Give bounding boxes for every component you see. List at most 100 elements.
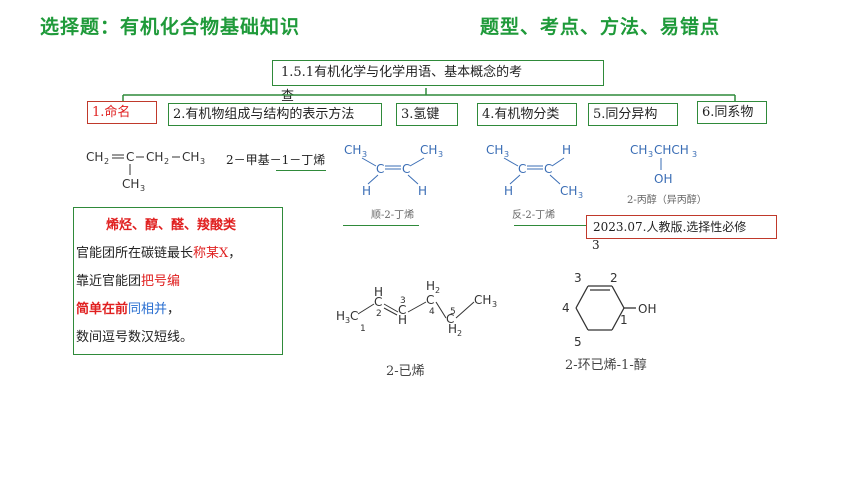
svg-text:H: H [426,279,435,293]
source-tag-overflow: 3 [592,238,600,252]
tab-hydrogen-bond[interactable]: 3.氢键 [396,103,458,126]
cis-butene-underline [343,225,419,226]
methylbutene-underline [276,170,326,171]
svg-text:C: C [446,312,454,326]
propanol-caption: 2-丙醇（异丙醇） [627,195,707,206]
methylbutene-name: 2－甲基－1－丁烯 [226,153,326,167]
svg-text:C: C [126,150,134,164]
cyclohexenol-structure: 3 2 4 1 5 OH [562,271,656,349]
svg-text:2: 2 [610,271,618,285]
svg-text:1: 1 [620,313,628,327]
svg-text:3: 3 [492,300,497,309]
rule-line-1: 官能团所在碳链最长称某X， [76,240,280,268]
svg-text:OH: OH [654,172,672,186]
rule-line-3c: ， [167,302,181,317]
svg-text:3: 3 [578,191,583,200]
tab-naming-label: 1.命名 [92,105,131,120]
svg-text:C: C [350,309,358,323]
source-tag: 2023.07.人教版.选择性必修 [586,215,777,239]
tab-structure[interactable]: 2.有机物组成与结构的表示方法 [168,103,382,126]
tab-naming[interactable]: 1.命名 [87,101,157,124]
svg-text:H: H [374,285,383,299]
tab-classification-label: 4.有机物分类 [482,107,560,122]
rule-line-2b: 把号编 [141,274,181,289]
svg-text:H: H [504,184,513,198]
svg-text:2: 2 [164,157,169,166]
svg-text:3: 3 [574,271,582,285]
svg-text:2: 2 [104,157,109,166]
svg-text:H: H [362,184,371,198]
svg-text:2: 2 [376,309,382,319]
tab-homolog[interactable]: 6.同系物 [697,101,767,124]
svg-text:3: 3 [504,150,509,159]
svg-text:H: H [418,184,427,198]
svg-text:5: 5 [450,307,456,317]
svg-text:4: 4 [429,307,435,317]
svg-text:C: C [426,293,434,307]
rule-title: 烯烃、醇、醛、羧酸类 [106,218,237,233]
tab-classification[interactable]: 4.有机物分类 [477,103,577,126]
svg-text:H: H [562,143,571,157]
svg-text:4: 4 [562,301,570,315]
topic-connector [122,88,736,101]
naming-rule-box: 烯烃、醇、醛、羧酸类 官能团所在碳链最长称某X， 靠近官能团把号编 简单在前同相… [73,207,283,355]
svg-text:H: H [448,322,457,336]
page-subtitle: 题型、考点、方法、易错点 [480,16,721,38]
svg-text:3: 3 [400,296,406,306]
rule-line-1b: 称某X [193,246,229,261]
svg-text:3: 3 [362,150,367,159]
tab-homolog-label: 6.同系物 [702,105,754,120]
rule-line-3a: 简单在前 [76,302,129,317]
svg-text:2: 2 [435,286,440,295]
svg-text:2: 2 [457,329,462,338]
tab-hydrogen-bond-label: 3.氢键 [401,107,440,122]
svg-text:CH: CH [122,177,139,191]
svg-text:C: C [374,295,382,309]
trans-butene-caption: 反-2-丁烯 [512,210,556,221]
svg-text:C: C [376,162,384,176]
svg-text:1: 1 [360,324,366,334]
svg-text:CH: CH [344,143,361,157]
tab-isomer-label: 5.同分异构 [593,107,658,122]
topic-box: 1.5.1有机化学与化学用语、基本概念的考 [272,60,604,86]
svg-text:CH: CH [420,143,437,157]
source-tag-text: 2023.07.人教版.选择性必修 [593,220,747,234]
cis-butene-caption: 顺-2-丁烯 [371,210,415,221]
svg-text:CH: CH [486,143,503,157]
svg-text:CH: CH [630,143,647,157]
svg-text:3: 3 [438,150,443,159]
svg-text:C: C [398,303,406,317]
topic-text-wrap: 查 [281,89,295,104]
svg-text:CHCH: CHCH [654,143,689,157]
svg-text:3: 3 [692,150,697,159]
svg-text:5: 5 [574,335,582,349]
svg-text:CH: CH [86,150,103,164]
rule-line-2: 靠近官能团把号编 [76,268,280,296]
cyclohexenol-caption: 2-环已烯-1-醇 [565,358,647,373]
svg-text:C: C [544,162,552,176]
rule-line-1c: ， [228,246,242,261]
svg-text:H: H [398,313,407,327]
svg-text:OH: OH [638,302,656,316]
svg-text:CH: CH [182,150,199,164]
svg-text:C: C [518,162,526,176]
svg-text:H: H [336,309,345,323]
topic-text: 1.5.1有机化学与化学用语、基本概念的考 [281,65,523,80]
rule-line-2a: 靠近官能团 [76,274,142,289]
hexene-caption: 2-已烯 [386,364,425,379]
svg-text:3: 3 [200,157,205,166]
svg-text:CH: CH [474,293,491,307]
tab-structure-label: 2.有机物组成与结构的表示方法 [173,107,355,122]
rule-line-3b: 同相并 [128,302,168,317]
svg-text:3: 3 [345,316,350,325]
svg-text:CH: CH [560,184,577,198]
rule-line-3: 简单在前同相并， [76,296,280,324]
rule-line-4: 数间逗号数汉短线。 [76,330,194,345]
svg-text:C: C [402,162,410,176]
tab-isomer[interactable]: 5.同分异构 [588,103,678,126]
svg-text:3: 3 [648,150,653,159]
